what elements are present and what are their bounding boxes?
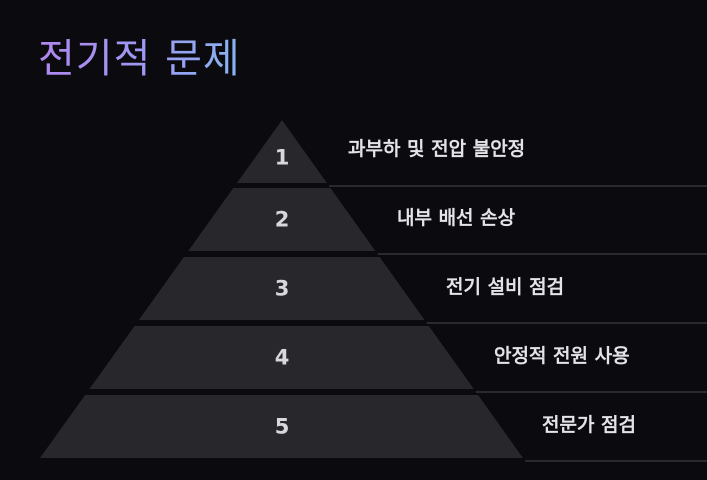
level-number-1: 1 (275, 146, 290, 170)
level-label-2: 내부 배선 손상 (397, 206, 516, 229)
slide-title: 전기적 문제 (38, 26, 241, 84)
level-number-2: 2 (275, 208, 290, 232)
level-number-3: 3 (275, 277, 290, 301)
pyramid-level-2 (188, 188, 376, 251)
level-number-5: 5 (275, 415, 290, 439)
level-label-5: 전문가 점검 (542, 413, 637, 436)
pyramid-level-1 (236, 120, 327, 183)
level-label-4: 안정적 전원 사용 (494, 344, 630, 367)
pyramid-level-3 (138, 257, 425, 320)
pyramid-level-4 (89, 326, 474, 389)
level-label-3: 전기 설비 점검 (446, 275, 565, 298)
level-number-4: 4 (275, 346, 290, 370)
pyramid-level-5 (40, 395, 523, 458)
level-label-1: 과부하 및 전압 불안정 (348, 138, 526, 160)
